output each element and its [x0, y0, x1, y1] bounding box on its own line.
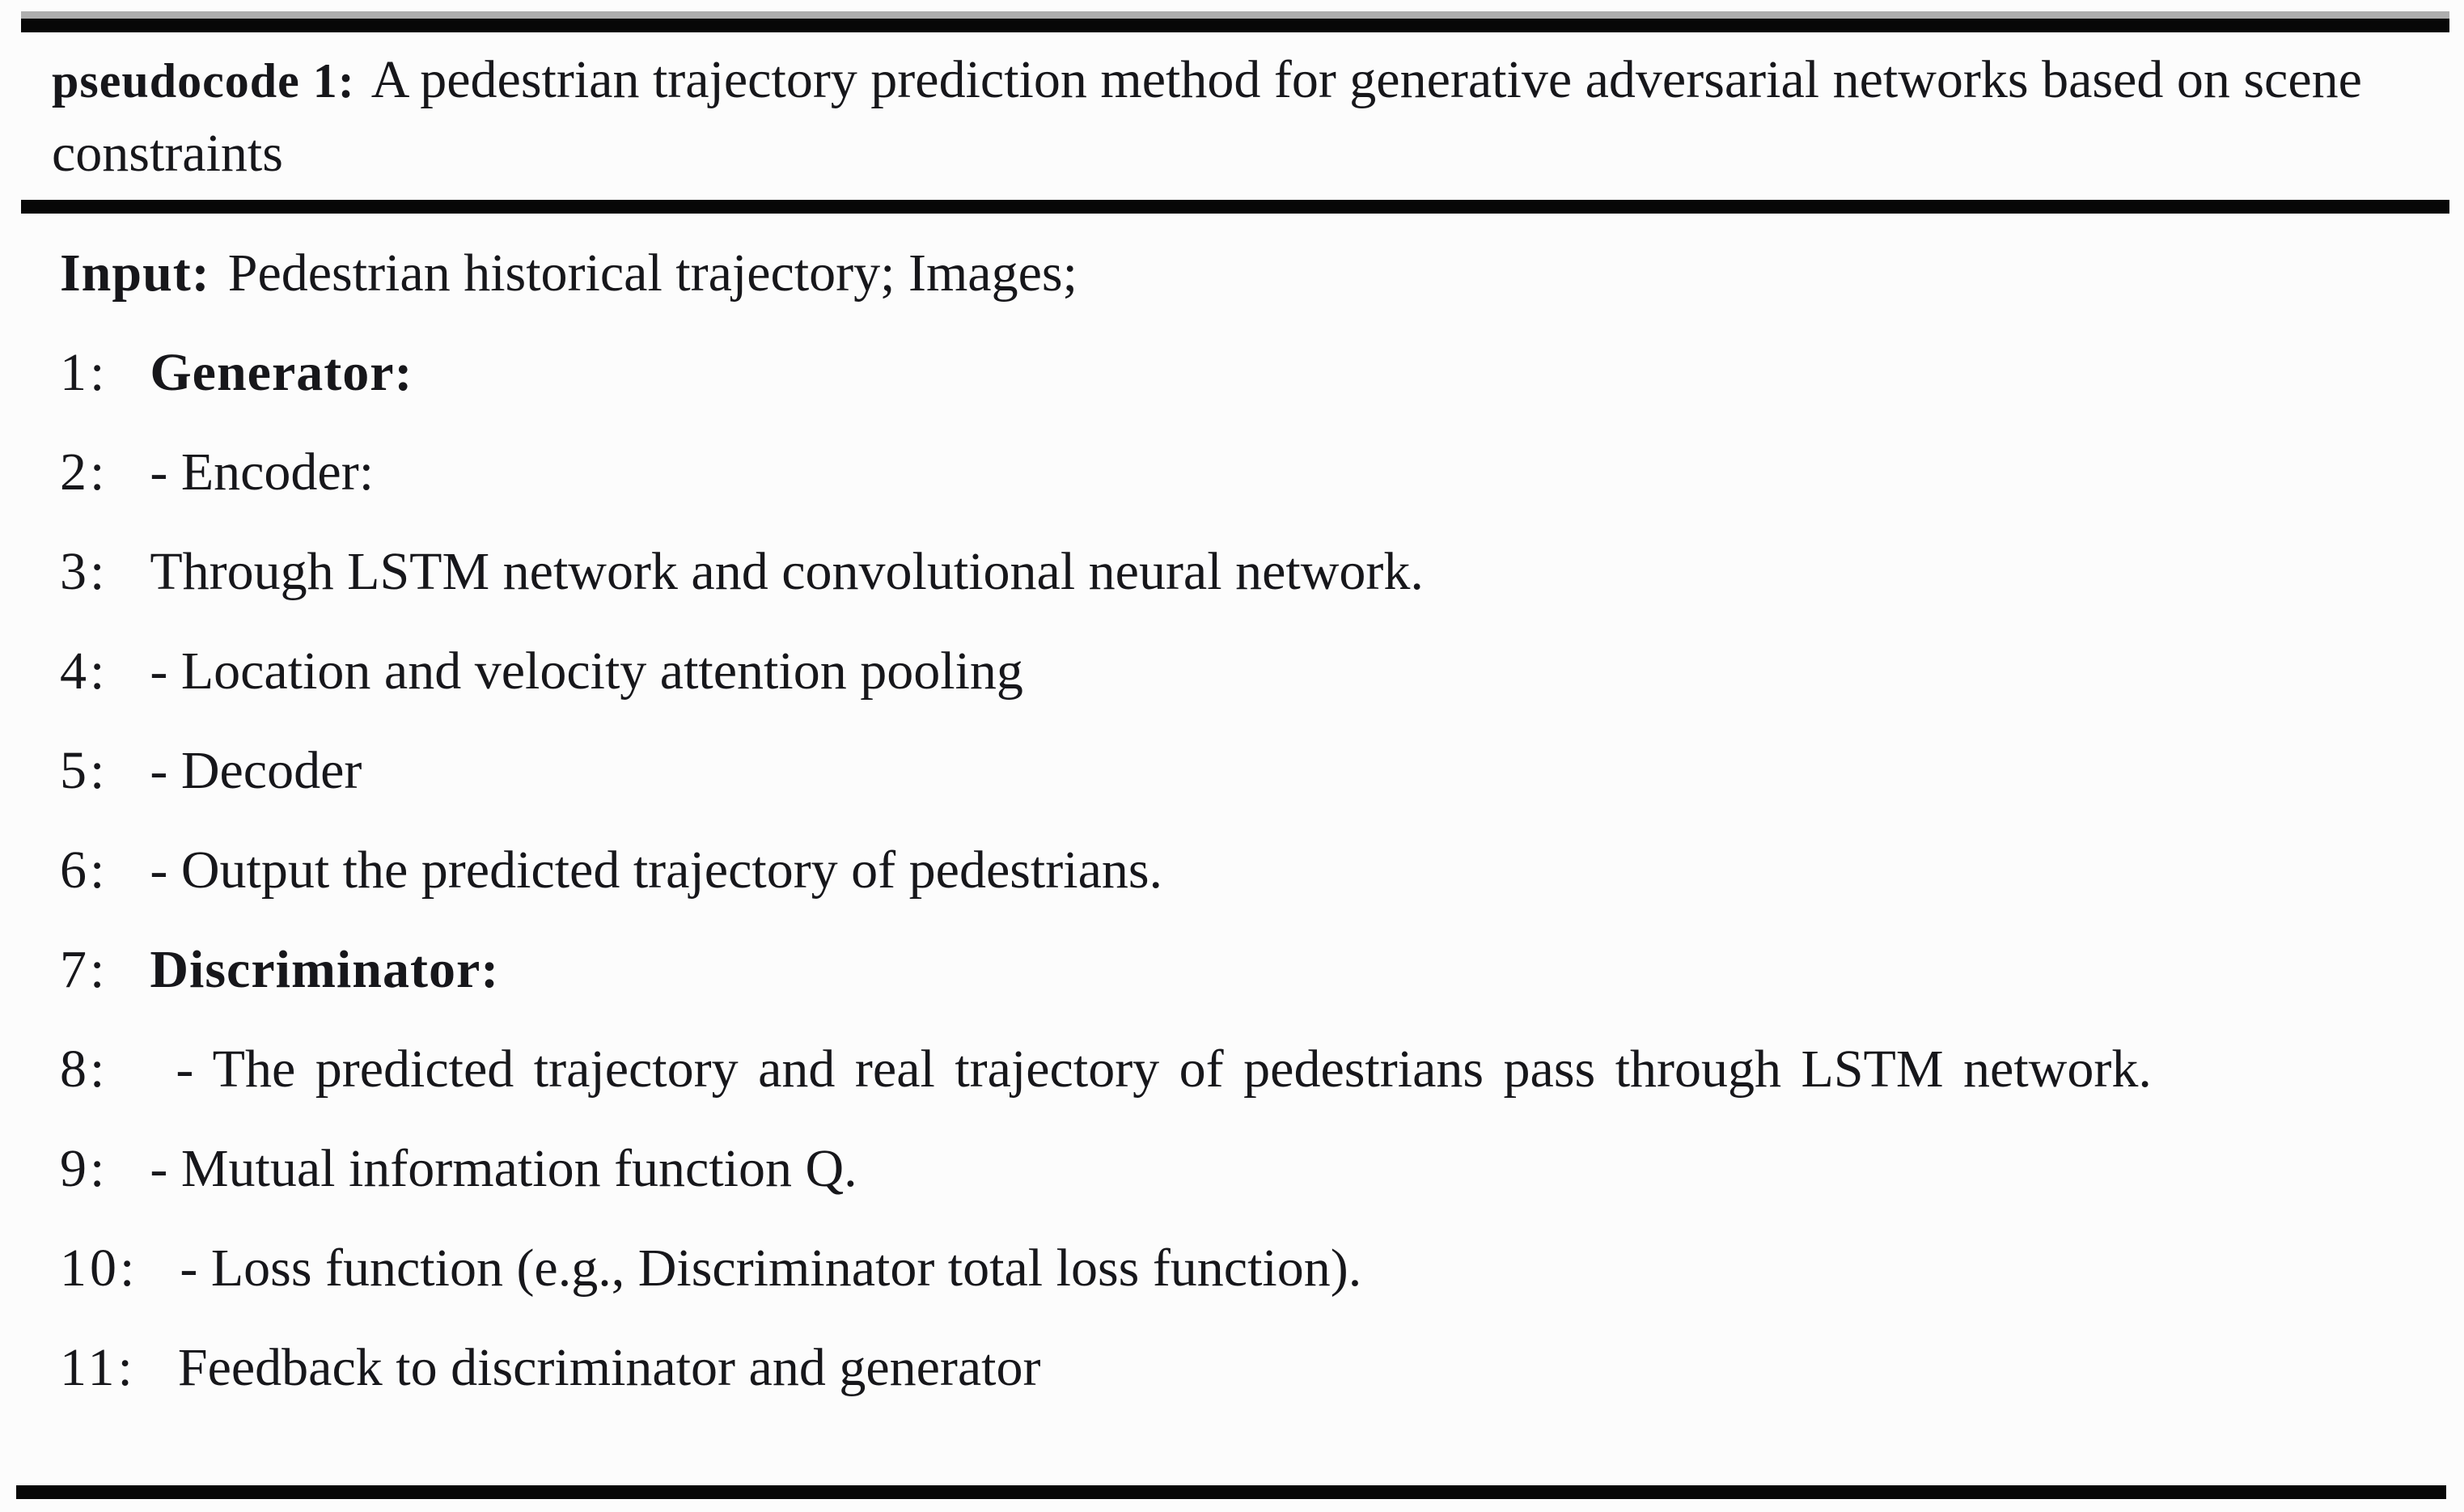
line-number: 6:: [60, 841, 108, 900]
line-text: - Mutual information function Q.: [150, 1139, 857, 1198]
pseudocode-line: 10: - Loss function (e.g., Discriminator …: [60, 1230, 2422, 1307]
line-text: - Location and velocity attention poolin…: [150, 642, 1023, 701]
algorithm-caption-label: pseudocode 1:: [52, 54, 355, 108]
header-separator-rule: [21, 200, 2449, 214]
line-text: Discriminator:: [150, 940, 500, 999]
algorithm-header: pseudocode 1:A pedestrian trajectory pre…: [21, 32, 2449, 200]
pseudocode-line: 6: - Output the predicted trajectory of p…: [60, 832, 2422, 908]
line-text: - Loss function (e.g., Discriminator tot…: [180, 1239, 1362, 1298]
algorithm-title: A pedestrian trajectory prediction metho…: [52, 50, 2362, 183]
pseudocode-line: 5: - Decoder: [60, 732, 2422, 809]
top-rule: [21, 19, 2449, 32]
top-rule-shadow: [21, 11, 2449, 19]
line-text: Generator:: [150, 343, 413, 402]
line-number: 3:: [60, 542, 108, 601]
pseudocode-line: 9: - Mutual information function Q.: [60, 1130, 2422, 1207]
line-number: 10:: [60, 1239, 138, 1298]
pseudocode-line: 7: Discriminator:: [60, 931, 2422, 1008]
bottom-rule: [16, 1485, 2446, 1499]
pseudocode-line: 3: Through LSTM network and convolutional…: [60, 533, 2422, 610]
pseudocode-line: 2: - Encoder:: [60, 434, 2422, 510]
line-text: - The predicted trajectory and real traj…: [176, 1040, 2152, 1099]
line-number: 5:: [60, 741, 108, 800]
line-text: - Encoder:: [150, 443, 375, 502]
line-text: - Output the predicted trajectory of ped…: [150, 841, 1163, 900]
input-text: Pedestrian historical trajectory; Images…: [227, 244, 1077, 303]
input-line: Input: Pedestrian historical trajectory; …: [60, 235, 2422, 311]
line-text: Feedback to discriminator and generator: [177, 1338, 1041, 1397]
line-text: Through LSTM network and convolutional n…: [150, 542, 1424, 601]
line-text: - Decoder: [150, 741, 362, 800]
line-number: 8:: [60, 1040, 108, 1099]
line-number: 7:: [60, 940, 108, 999]
input-label: Input:: [60, 244, 210, 303]
algorithm-box: pseudocode 1:A pedestrian trajectory pre…: [21, 11, 2449, 1406]
line-number: 2:: [60, 443, 108, 502]
pseudocode-line: 8: - The predicted trajectory and real tr…: [60, 1031, 2422, 1108]
line-number: 4:: [60, 642, 108, 701]
line-number: 1:: [60, 343, 108, 402]
algorithm-body: Input: Pedestrian historical trajectory; …: [21, 214, 2449, 1406]
pseudocode-line: 11: Feedback to discriminator and generat…: [60, 1329, 2422, 1406]
line-number: 11:: [60, 1338, 136, 1397]
pseudocode-line: 4: - Location and velocity attention pool…: [60, 633, 2422, 709]
line-number: 9:: [60, 1139, 108, 1198]
pseudocode-line: 1: Generator:: [60, 334, 2422, 411]
pseudocode-lines: 1: Generator: 2: - Encoder: 3: Through LSTM n…: [60, 334, 2422, 1406]
